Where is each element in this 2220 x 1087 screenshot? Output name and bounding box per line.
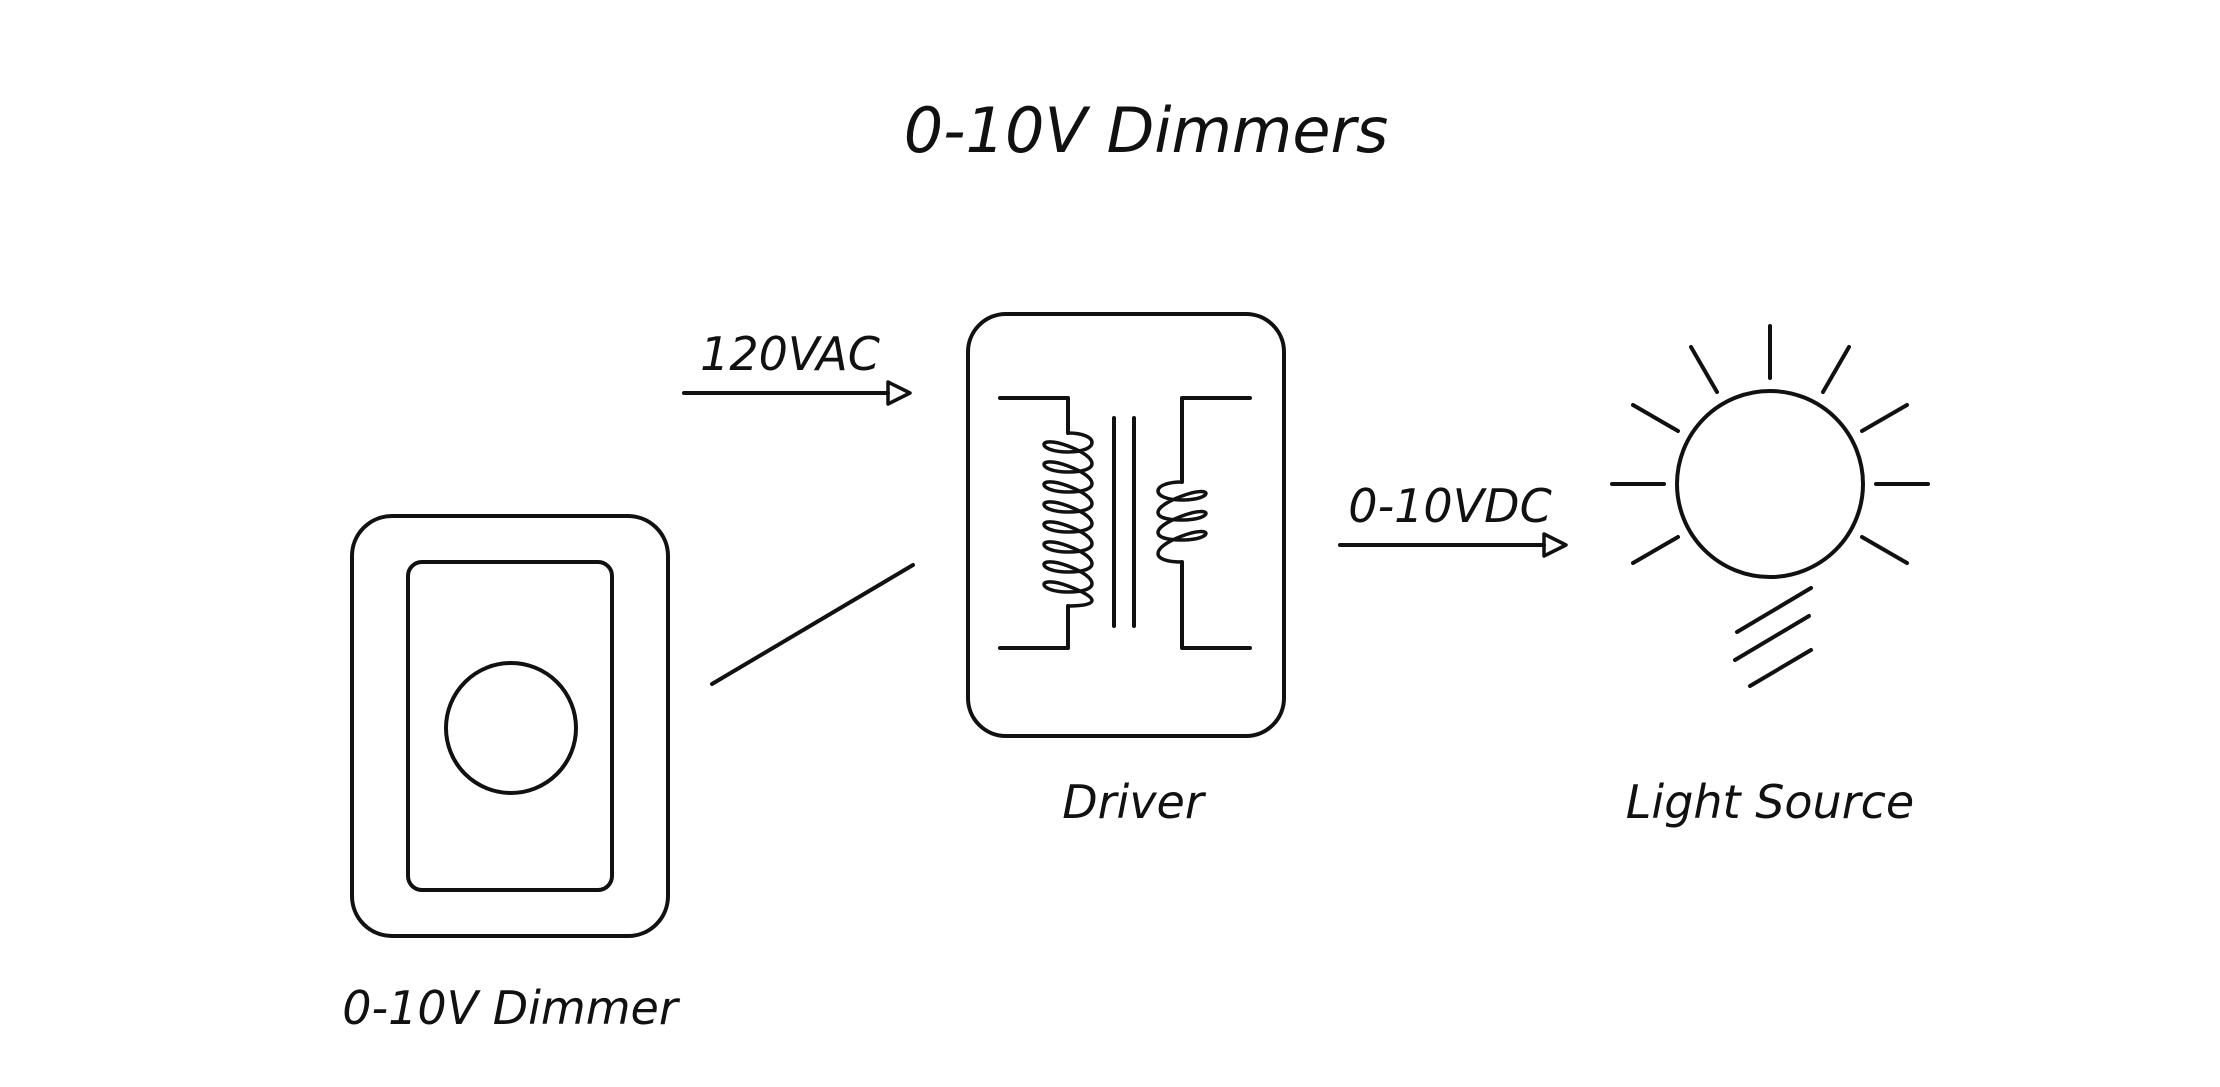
dimmer-to-driver-line xyxy=(710,563,915,686)
driver-housing xyxy=(966,312,1286,738)
light-bulb-circle xyxy=(1675,389,1865,579)
light-source-label: Light Source xyxy=(1626,775,1914,829)
primary-coil xyxy=(1042,431,1094,608)
diagram-title: 0-10V Dimmers xyxy=(904,94,1389,167)
light-base-lines xyxy=(1733,586,1813,688)
dimmer-icon xyxy=(350,514,670,938)
primary-lead-bottom xyxy=(998,604,1070,650)
input-arrow-icon xyxy=(682,380,912,406)
light-rays xyxy=(1610,324,1930,565)
dimmer-outer-plate xyxy=(350,514,670,938)
dimmer-knob xyxy=(444,661,578,795)
secondary-lead-bottom xyxy=(1180,560,1252,650)
driver-icon xyxy=(966,312,1286,738)
dimmer-inner-plate xyxy=(406,560,614,892)
output-signal-label: 0-10VDC xyxy=(1348,479,1551,533)
light-source-icon xyxy=(1610,324,1930,688)
secondary-lead-top xyxy=(1180,396,1252,484)
input-signal-label: 120VAC xyxy=(700,327,880,381)
driver-label: Driver xyxy=(1062,775,1207,829)
output-arrow-icon xyxy=(1338,532,1568,558)
dimmer-label: 0-10V Dimmer xyxy=(342,981,681,1035)
primary-lead-top xyxy=(998,396,1070,435)
secondary-coil xyxy=(1156,480,1208,564)
